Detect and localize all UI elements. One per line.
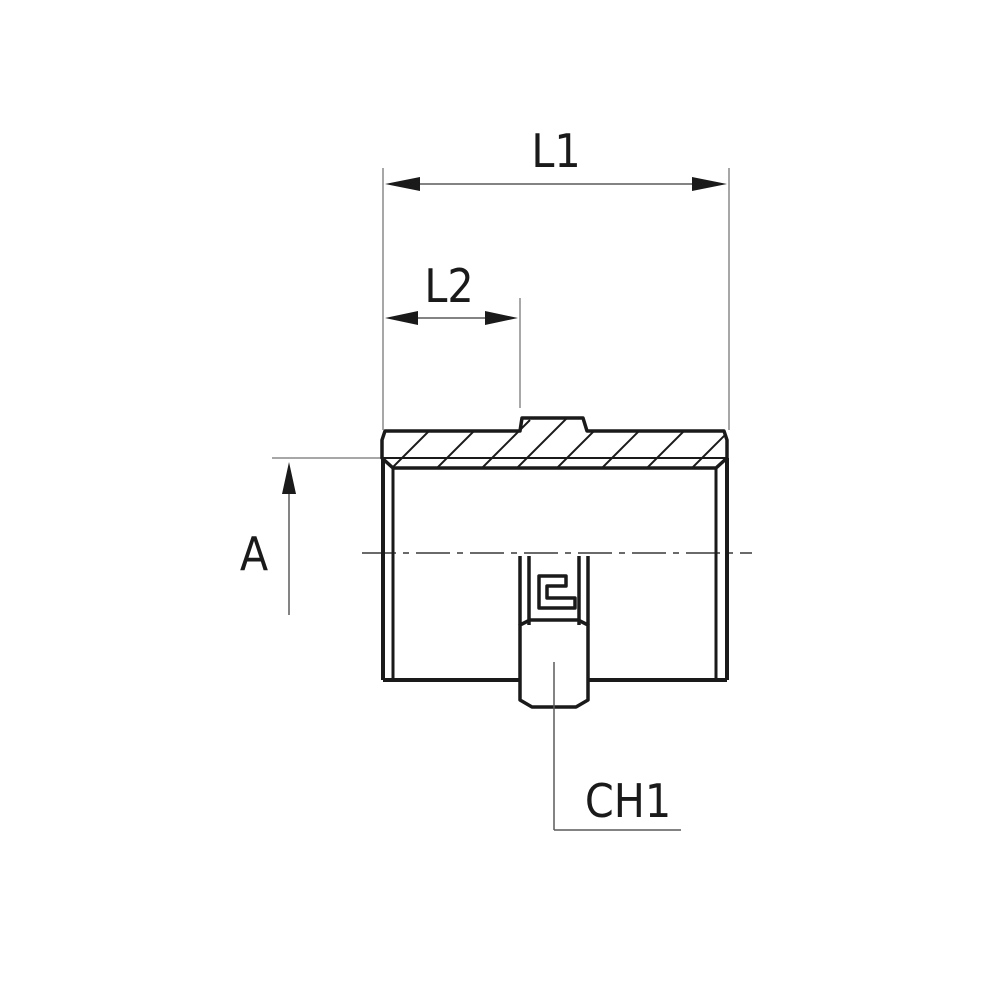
company-logo-icon bbox=[537, 574, 577, 610]
arrowhead-right bbox=[485, 311, 518, 325]
label-l2: L2 bbox=[424, 259, 473, 313]
label-a: A bbox=[240, 527, 268, 581]
label-l1: L1 bbox=[531, 124, 580, 178]
section-outline bbox=[380, 416, 729, 470]
arrowhead-right bbox=[692, 177, 727, 191]
hex-upper-flank bbox=[518, 556, 590, 625]
hex-nut bbox=[518, 556, 590, 709]
dimension-l1: L1 bbox=[382, 124, 730, 430]
dimension-l2: L2 bbox=[385, 259, 521, 408]
arrowhead-up bbox=[282, 462, 296, 494]
fitting-section bbox=[380, 416, 729, 470]
dimension-a: A bbox=[240, 457, 382, 615]
hex-lower-body bbox=[518, 618, 590, 709]
label-ch1: CH1 bbox=[585, 774, 671, 828]
fitting-body bbox=[381, 458, 729, 682]
arrowhead-left bbox=[385, 311, 418, 325]
dimension-ch1: CH1 bbox=[553, 662, 681, 831]
arrowhead-left bbox=[385, 177, 420, 191]
